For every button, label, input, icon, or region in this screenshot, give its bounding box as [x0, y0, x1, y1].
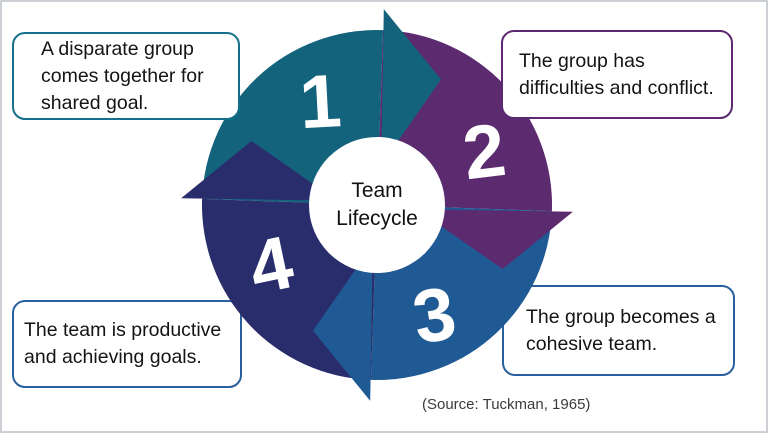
cycle-number-4: 4	[242, 219, 301, 310]
callout-stage-4: The team is productive and achieving goa…	[12, 300, 242, 388]
cycle-arrowhead-1	[381, 9, 441, 166]
callout-stage-1-line-2: comes together for	[41, 64, 204, 87]
callout-stage-3: The group becomes a cohesive team.	[502, 285, 735, 376]
callout-stage-2-line-2: difficulties and conflict.	[519, 76, 714, 99]
cycle-number-1: 1	[297, 58, 343, 144]
callout-stage-2: The group has difficulties and conflict.	[501, 30, 733, 119]
callout-stage-2-line-1: The group has	[519, 49, 645, 72]
callout-stage-3-line-1: The group becomes a	[526, 305, 716, 328]
callout-stage-1-line-1: A disparate group	[41, 37, 194, 60]
cycle-number-2: 2	[458, 107, 510, 195]
callout-stage-4-line-1: The team is productive	[24, 319, 222, 341]
center-title-line-1: Team	[351, 179, 403, 202]
center-title-line-2: Lifecycle	[336, 207, 418, 230]
cycle-arrowhead-2	[416, 209, 573, 269]
callout-stage-3-line-2: cohesive team.	[526, 332, 658, 355]
cycle-arrowhead-3	[313, 244, 373, 401]
callout-stage-1-line-3: shared goal.	[41, 91, 149, 114]
callout-stage-1: A disparate group comes together for sha…	[12, 32, 240, 120]
center-circle	[309, 137, 445, 273]
callout-stage-4-line-2: and achieving goals.	[24, 346, 202, 368]
cycle-number-3: 3	[407, 270, 461, 359]
cycle-arrowhead-4	[181, 141, 338, 201]
source-note: (Source: Tuckman, 1965)	[422, 396, 591, 413]
center-title: Team Lifecycle	[297, 177, 457, 233]
